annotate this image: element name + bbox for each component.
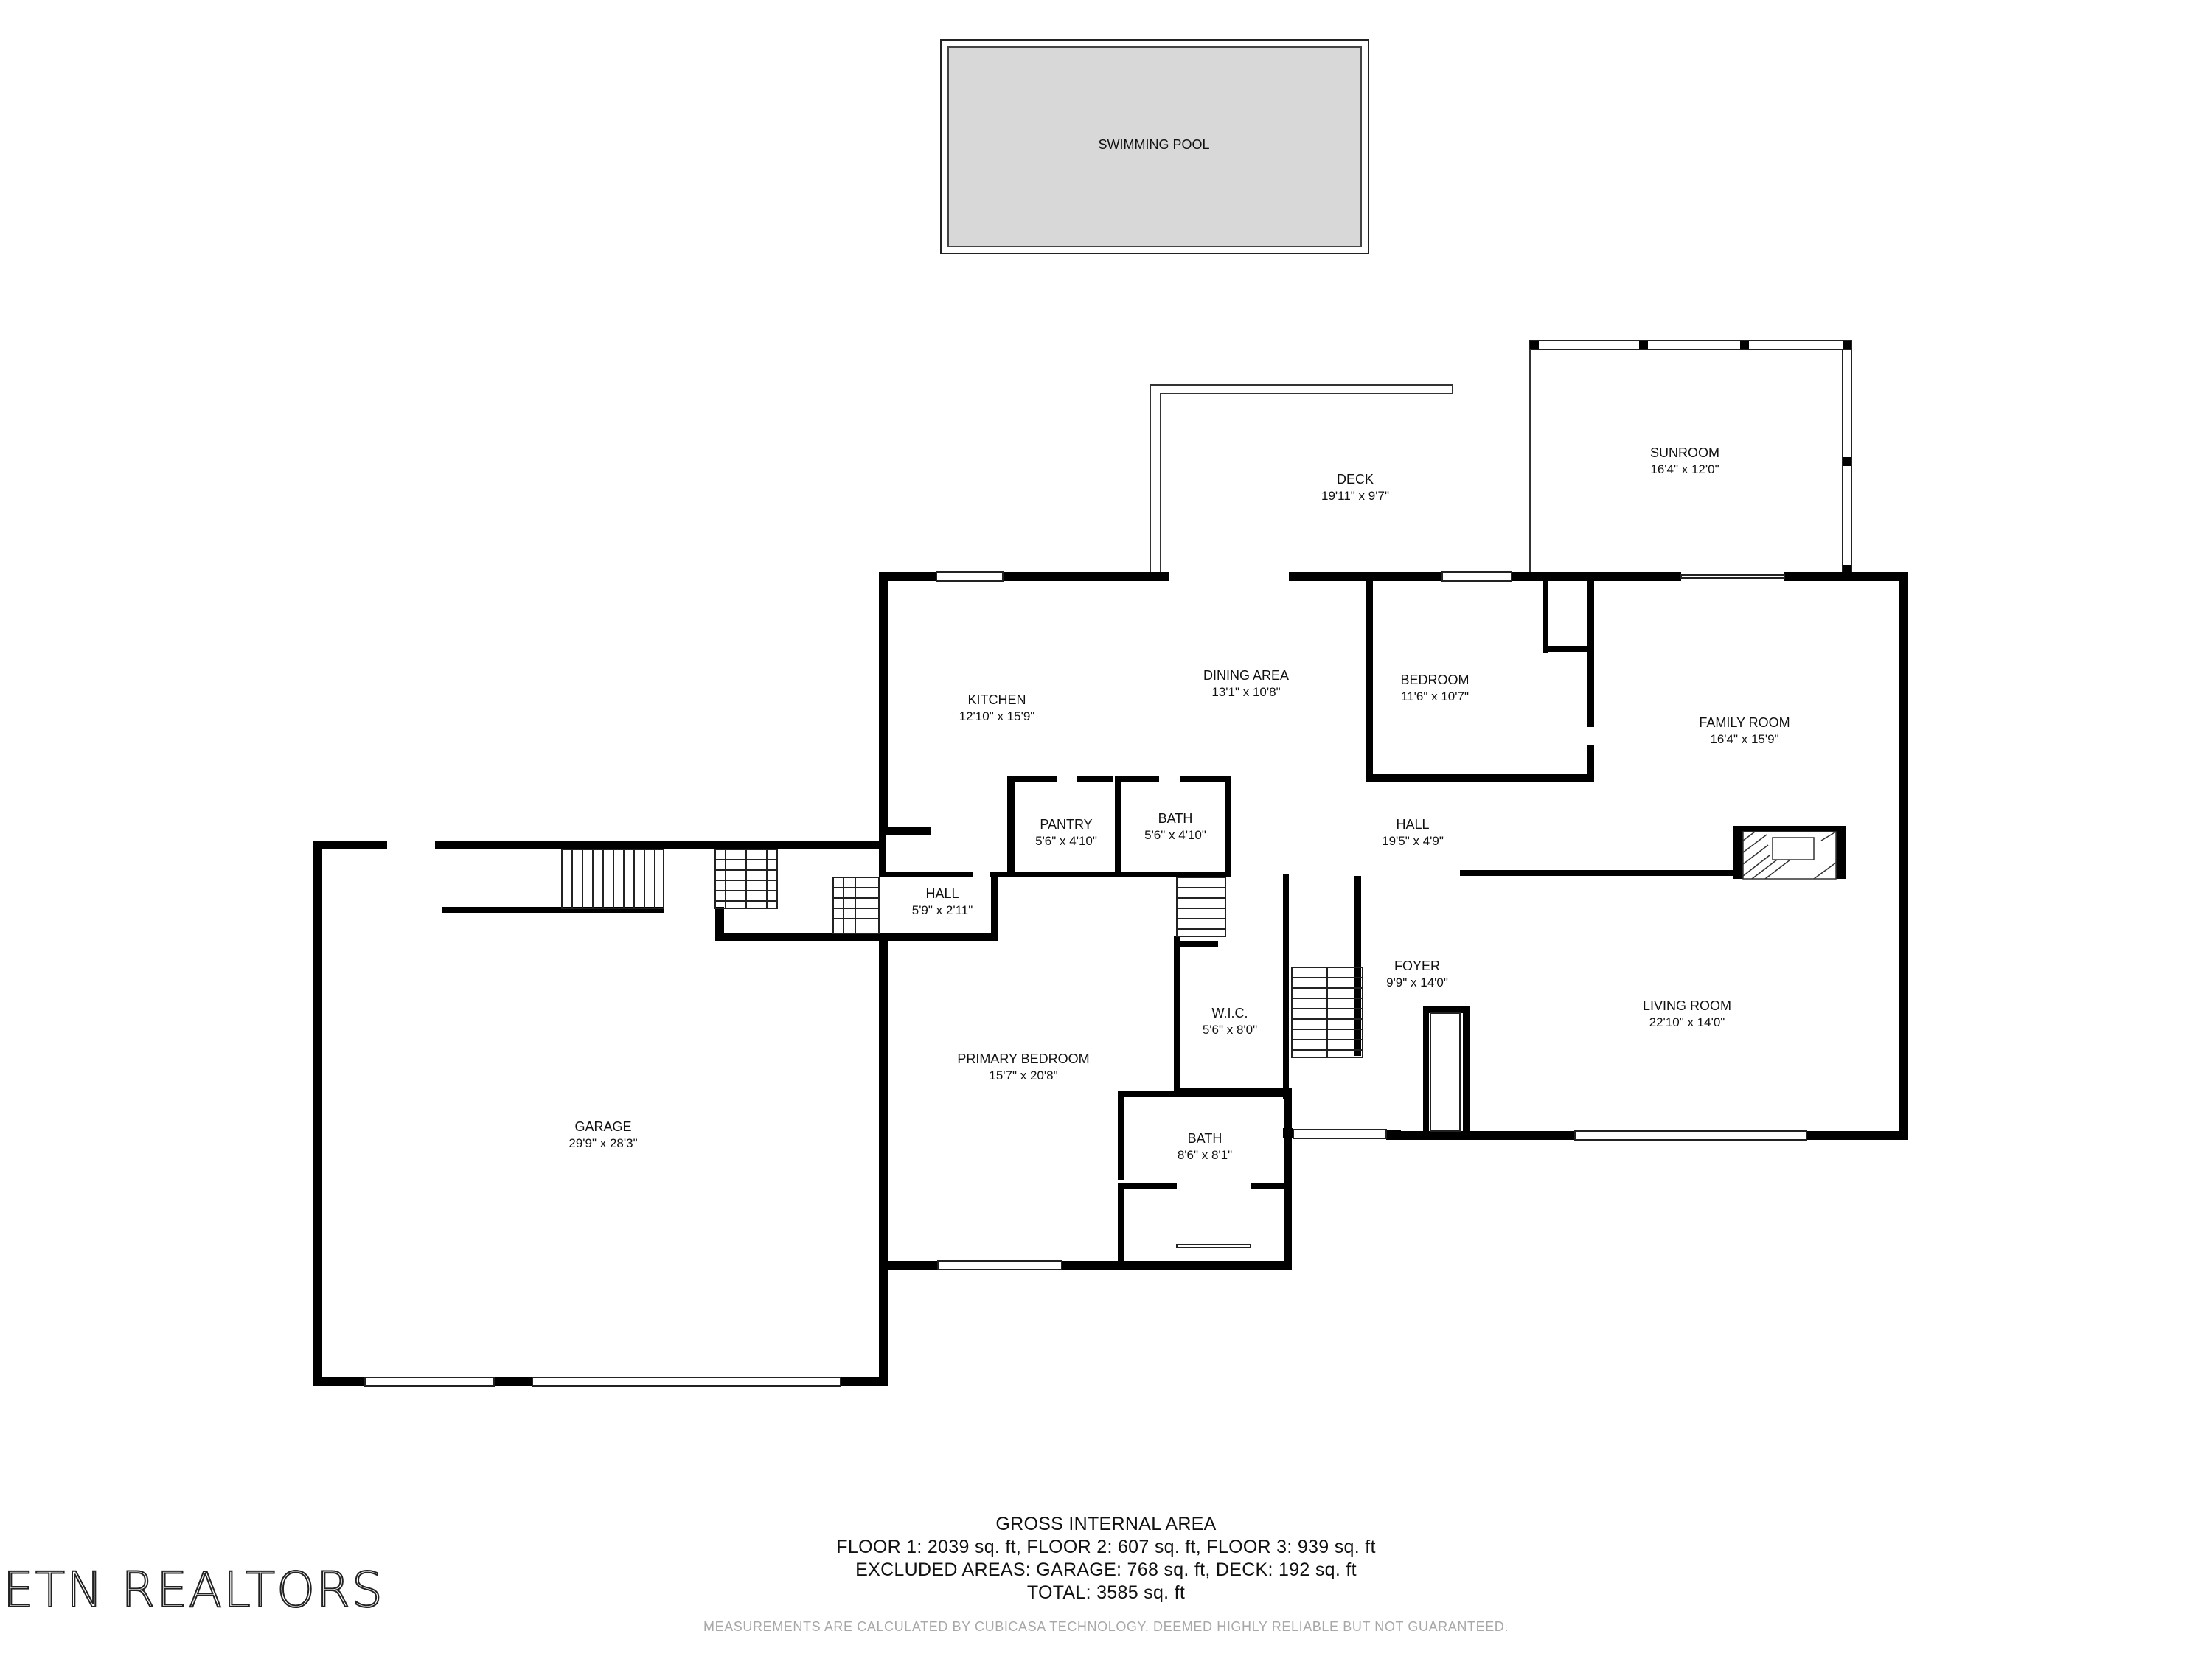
garage-dims: 29'9" x 28'3" <box>568 1136 637 1150</box>
wic-dims: 5'6" x 8'0" <box>1203 1023 1257 1037</box>
deck-outline <box>1150 384 1453 575</box>
pool-label: SWIMMING POOL <box>1098 137 1209 152</box>
hall2-label: HALL <box>925 886 959 901</box>
summary-heading: GROSS INTERNAL AREA <box>995 1514 1217 1534</box>
garage-label: GARAGE <box>574 1119 631 1134</box>
bedroom-label: BEDROOM <box>1400 672 1469 687</box>
dining-label: DINING AREA <box>1203 668 1289 683</box>
summary-excluded: EXCLUDED AREAS: GARAGE: 768 sq. ft, DECK… <box>855 1559 1357 1580</box>
kitchen-dims: 12'10" x 15'9" <box>959 709 1035 723</box>
living-room-dims: 22'10" x 14'0" <box>1649 1015 1725 1029</box>
deck-label: DECK <box>1337 472 1374 487</box>
primary-bedroom-label: PRIMARY BEDROOM <box>957 1051 1089 1066</box>
dining-dims: 13'1" x 10'8" <box>1211 685 1280 699</box>
bath1-label: BATH <box>1158 811 1193 826</box>
bath1-dims: 5'6" x 4'10" <box>1144 828 1206 842</box>
summary-floors: FLOOR 1: 2039 sq. ft, FLOOR 2: 607 sq. f… <box>836 1537 1376 1557</box>
stairs <box>561 849 1363 1058</box>
bath2-label: BATH <box>1188 1131 1222 1146</box>
hall2-dims: 5'9" x 2'11" <box>912 903 973 917</box>
wic-label: W.I.C. <box>1212 1006 1248 1020</box>
family-room-dims: 16'4" x 15'9" <box>1710 732 1778 746</box>
pantry-label: PANTRY <box>1040 817 1092 832</box>
foyer-label: FOYER <box>1394 959 1440 973</box>
sunroom-walls <box>1529 340 1852 576</box>
main-walls <box>313 572 1908 1386</box>
deck-dims: 19'11" x 9'7" <box>1321 489 1389 503</box>
living-room-label: LIVING ROOM <box>1643 998 1731 1013</box>
swimming-pool <box>940 39 1369 254</box>
hall1-label: HALL <box>1396 817 1429 832</box>
hall1-dims: 19'5" x 4'9" <box>1382 834 1444 848</box>
pantry-dims: 5'6" x 4'10" <box>1035 834 1097 848</box>
summary-total: TOTAL: 3585 sq. ft <box>1026 1582 1186 1603</box>
area-summary: GROSS INTERNAL AREA FLOOR 1: 2039 sq. ft… <box>0 1513 2212 1604</box>
primary-bedroom-dims: 15'7" x 20'8" <box>989 1068 1057 1082</box>
sunroom-dims: 16'4" x 12'0" <box>1650 462 1719 476</box>
foyer-dims: 9'9" x 14'0" <box>1386 975 1448 990</box>
windows <box>364 571 1807 1387</box>
bath2-dims: 8'6" x 8'1" <box>1178 1148 1232 1162</box>
bedroom-dims: 11'6" x 10'7" <box>1401 689 1469 703</box>
fireplace <box>1742 831 1837 880</box>
sunroom-label: SUNROOM <box>1650 445 1719 460</box>
brand-logo: ETN REALTORS <box>2 1561 384 1619</box>
room-labels: SWIMMING POOL DECK 19'11" x 9'7" SUNROOM… <box>568 137 1790 1162</box>
kitchen-label: KITCHEN <box>967 692 1026 707</box>
disclaimer: MEASUREMENTS ARE CALCULATED BY CUBICASA … <box>703 1619 1509 1634</box>
family-room-label: FAMILY ROOM <box>1699 715 1790 730</box>
